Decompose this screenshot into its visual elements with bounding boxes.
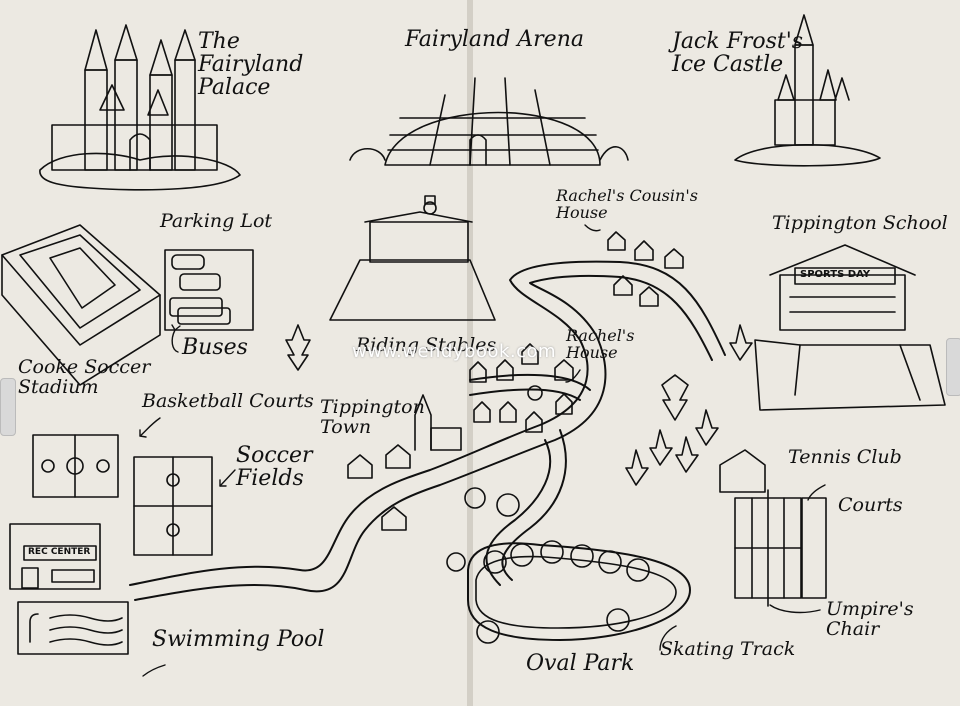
pine-trees — [285, 324, 753, 486]
watermark: www.wendybook.com — [352, 341, 557, 362]
label-courts: Courts — [838, 494, 903, 516]
soccer-fields-drawing — [133, 456, 213, 556]
label-tippington-school: Tippington School — [772, 212, 948, 234]
label-arrows — [139, 224, 826, 677]
label-jack-frost-ice-castle: Jack Frost's Ice Castle — [672, 29, 804, 78]
tippington-school-drawing — [754, 244, 946, 411]
label-cooke-soccer-stadium: Cooke Soccer Stadium — [18, 356, 151, 398]
rachels-houses-drawing — [469, 343, 574, 433]
label-riding-stables: Riding Stables — [356, 334, 497, 356]
oval-park-drawing — [446, 487, 691, 644]
label-fairyland-arena: Fairyland Arena — [405, 27, 584, 52]
label-tippington-town: Tippington Town — [320, 396, 425, 438]
fairyland-palace-drawing — [39, 24, 241, 191]
page-tab-right — [946, 338, 960, 396]
roads — [129, 260, 726, 601]
soccer-stadium-drawing — [1, 224, 161, 386]
riding-stables-drawing — [329, 195, 496, 321]
label-swimming-pool: Swimming Pool — [152, 627, 325, 652]
label-buses: Buses — [182, 335, 248, 360]
park-trees — [446, 487, 650, 644]
label-skating-track: Skating Track — [660, 638, 796, 660]
label-rec-center: REC CENTER — [28, 547, 91, 557]
basketball-courts-drawing — [32, 434, 119, 498]
label-parking-lot: Parking Lot — [160, 210, 273, 232]
label-rachels-cousins-house: Rachel's Cousin's House — [556, 186, 698, 222]
label-fairyland-palace: The Fairyland Palace — [198, 29, 304, 101]
parking-lot-drawing — [164, 249, 254, 331]
tippington-town-drawing — [347, 394, 462, 531]
fairyland-arena-drawing — [349, 77, 629, 166]
label-umpires-chair: Umpire's Chair — [826, 598, 914, 640]
rec-center-drawing — [9, 523, 101, 590]
label-oval-park: Oval Park — [526, 651, 635, 676]
tennis-club-drawing — [719, 449, 827, 607]
label-rachels-house: Rachel's House — [566, 326, 635, 362]
cousins-houses-drawing — [607, 231, 684, 307]
label-sports-day: SPORTS DAY — [800, 269, 871, 280]
ice-castle-drawing — [734, 14, 881, 167]
label-basketball-courts: Basketball Courts — [142, 390, 314, 412]
page-tab-left — [0, 378, 16, 436]
label-tennis-club: Tennis Club — [788, 446, 902, 468]
label-soccer-fields: Soccer Fields — [236, 443, 313, 492]
swimming-pool-drawing — [17, 601, 129, 655]
